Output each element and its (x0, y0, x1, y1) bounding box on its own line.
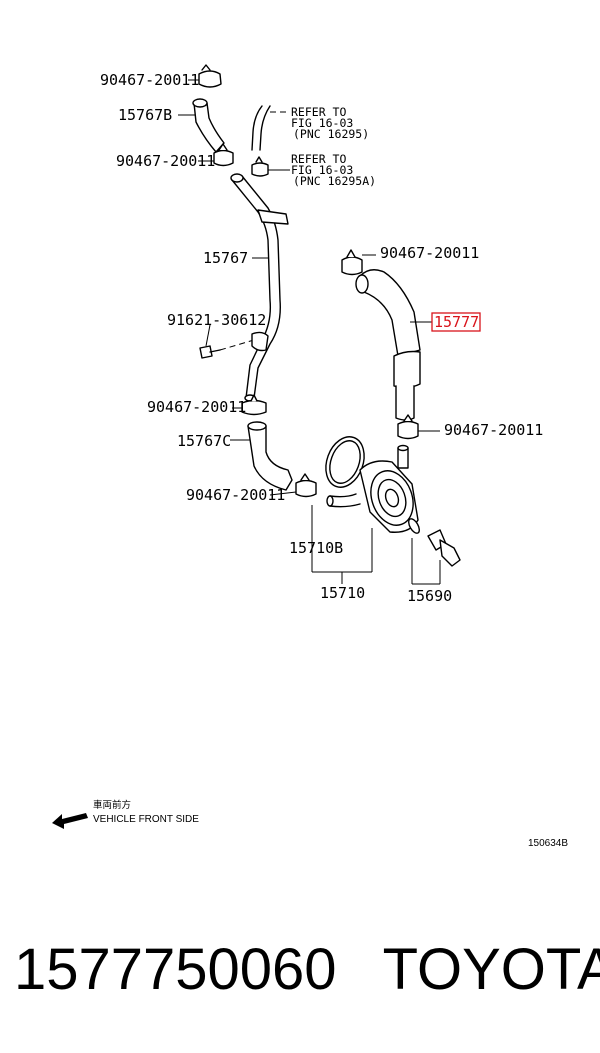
clamp-4-icon (341, 249, 376, 276)
label-clamp-top: 90467-20011 (100, 71, 199, 89)
group-bracket-15690 (411, 538, 441, 585)
label-pipe-15767: 15767 (203, 249, 248, 267)
label-clamp-4: 90467-20011 (380, 244, 479, 262)
figure-code: 150634B (528, 838, 568, 849)
label-clamp-5: 90467-20011 (444, 421, 543, 439)
pipe-15767-icon (230, 173, 289, 402)
label-refer1-line1: REFER TO (291, 105, 346, 119)
clamp-top-icon (188, 64, 222, 88)
label-hose-15767c: 15767C (177, 432, 231, 450)
label-refer1-line3: (PNC 16295) (293, 127, 369, 141)
label-bolt: 91621-30612 (167, 311, 266, 329)
caption-part-number: 1577750060 (14, 937, 337, 1002)
caption-brand: TOYOTA (382, 937, 600, 1002)
label-hose-15777: 15777 (434, 313, 479, 331)
clamp-3-icon (232, 394, 267, 416)
label-refer2-line1: REFER TO (291, 152, 346, 166)
gasket-15710b-icon (325, 436, 365, 488)
legend-english: VEHICLE FRONT SIDE (93, 814, 199, 825)
label-clamp-3: 90467-20011 (147, 398, 246, 416)
label-clamp-2: 90467-20011 (116, 152, 215, 170)
bolt-icon (199, 324, 269, 359)
legend-japanese: 車両前方 (93, 799, 131, 811)
label-refer2-line3: (PNC 16295A) (293, 174, 376, 188)
oil-switch-icon (408, 518, 461, 567)
refer-hose-1-icon (251, 105, 290, 151)
label-gasket-15710b: 15710B (289, 539, 343, 557)
parts-diagram: 90467-20011 15767B 90467-20011 REFER TO … (52, 64, 568, 849)
highlight-box (431, 312, 481, 332)
group-bracket-15710 (311, 505, 373, 584)
label-refer1-line2: FIG 16-03 (291, 116, 353, 130)
label-clamp-6: 90467-20011 (186, 486, 285, 504)
label-switch-15690: 15690 (407, 587, 452, 605)
refer-hose-2-icon (251, 156, 290, 177)
vehicle-front-arrow-icon (52, 813, 88, 829)
clamp-5-icon (397, 414, 440, 440)
label-cooler-15710: 15710 (320, 584, 365, 602)
label-hose-15767b: 15767B (118, 106, 172, 124)
hose-15767c-icon (230, 421, 293, 491)
hose-15777-icon (355, 269, 432, 421)
clamp-2-icon (198, 143, 234, 167)
caption: 1577750060 TOYOTA (14, 935, 600, 1015)
label-refer2-line2: FIG 16-03 (291, 163, 353, 177)
oil-cooler-icon (326, 444, 419, 533)
clamp-6-icon (269, 473, 317, 498)
hose-15767b-icon (178, 98, 225, 153)
